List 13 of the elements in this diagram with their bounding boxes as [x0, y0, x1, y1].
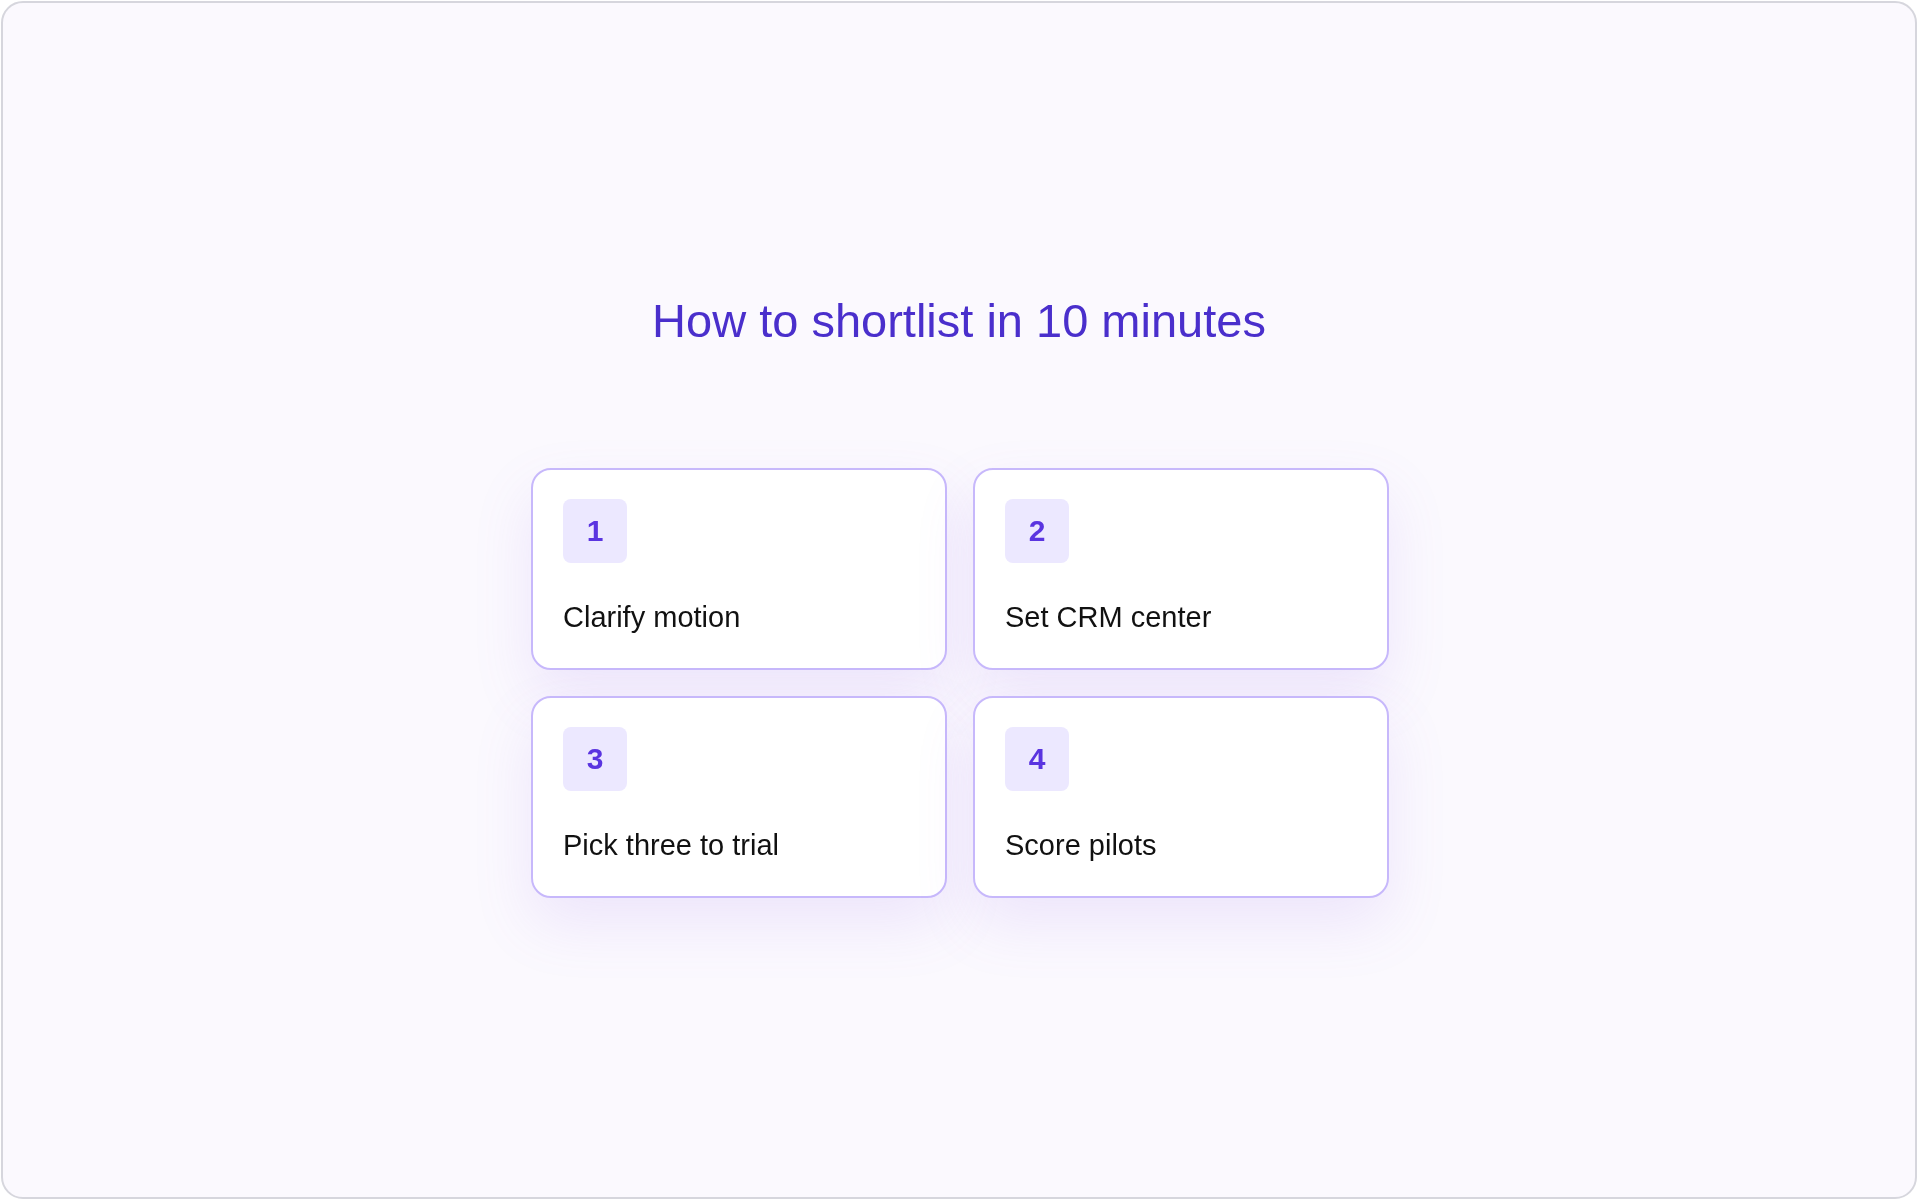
step-label: Set CRM center — [1005, 600, 1212, 635]
step-number: 1 — [563, 499, 627, 563]
step-card — [531, 468, 947, 670]
step-number: 4 — [1005, 727, 1069, 791]
step-card — [973, 468, 1389, 670]
step-label: Score pilots — [1005, 828, 1157, 863]
step-number: 2 — [1005, 499, 1069, 563]
step-label: Pick three to trial — [563, 828, 779, 863]
step-label: Clarify motion — [563, 600, 741, 635]
step-card — [973, 696, 1389, 898]
title: How to shortlist in 10 minutes — [652, 293, 1266, 349]
step-card — [531, 696, 947, 898]
step-number: 3 — [563, 727, 627, 791]
